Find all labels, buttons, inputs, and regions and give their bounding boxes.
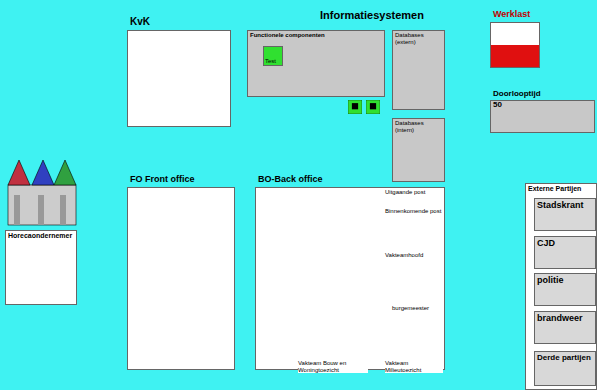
diagram-title: Informatiesystemen [320, 9, 424, 21]
room-label: Uitgaande post [385, 189, 425, 196]
node-box: KvK [127, 30, 231, 127]
node-box: Derde partijen [534, 351, 596, 386]
room-label: Vakteamhoofd [385, 252, 423, 259]
room-label: Vakteam Bouw en Woningtoezicht [298, 360, 368, 373]
room-label: Vakteam Milieutoezicht [385, 360, 443, 373]
node-box: Doorlooptijd50 [490, 100, 595, 133]
node-heading: politie [535, 274, 595, 286]
node-box: Test [263, 46, 283, 66]
buildings [8, 160, 76, 225]
node-heading: Functionele componenten [248, 31, 384, 40]
node-box: Werklast [490, 22, 540, 68]
node-heading: Derde partijen [535, 352, 595, 363]
node-box: Databases (extern) [392, 30, 445, 110]
node-heading: Test [264, 47, 282, 65]
node-box: FO Front office [127, 187, 235, 370]
node-heading: Doorlooptijd [491, 88, 594, 99]
node-heading: brandweer [535, 312, 595, 324]
node-heading: KvK [128, 15, 230, 29]
node-box: politie [534, 273, 596, 306]
node-value: 50 [491, 99, 594, 110]
node-box: Horecaondernemer [5, 230, 77, 305]
node-heading: FO Front office [128, 173, 234, 185]
node-box: Functionele componentenTest [247, 30, 385, 97]
room-label: Binnenkomende post [385, 208, 441, 215]
room-label: burgemeester [392, 305, 429, 312]
node-box: CJD [534, 236, 596, 269]
node-box: brandweer [534, 311, 596, 344]
node-heading: Databases (intern) [393, 119, 444, 135]
node-heading: Stadskrant [535, 199, 595, 211]
node-heading: Horecaondernemer [6, 231, 76, 241]
node-box: Databases (intern) [392, 118, 445, 182]
node-heading: Databases (extern) [393, 31, 444, 47]
node-heading: Werklast [491, 8, 539, 20]
node-heading: Externe Partijen [526, 184, 596, 194]
node-box: Stadskrant [534, 198, 596, 231]
node-box: Externe PartijenStadskrantCJD politie bran… [525, 183, 597, 390]
node-heading: CJD [535, 237, 595, 249]
node-heading: BO-Back office [256, 173, 444, 185]
